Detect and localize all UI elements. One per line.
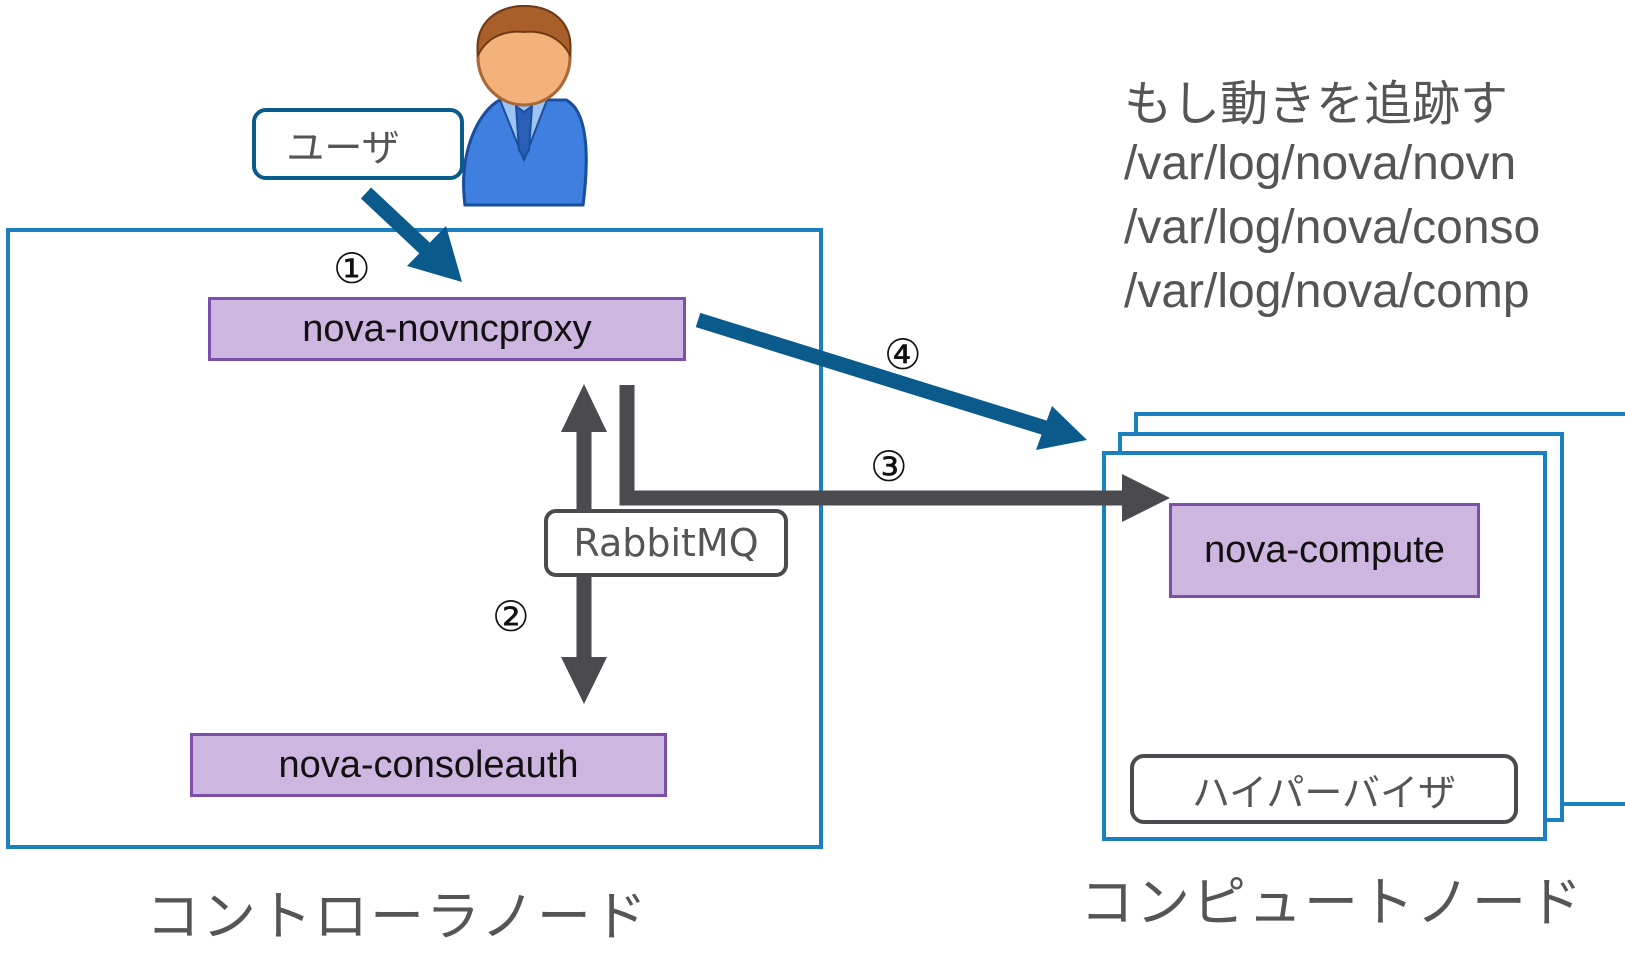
nova-compute-box: nova-compute (1169, 503, 1480, 598)
step-2-number: ② (492, 592, 530, 641)
arrow-step-2-head-down (561, 657, 607, 704)
nova-consoleauth-box: nova-consoleauth (190, 733, 667, 797)
nova-novncproxy-box: nova-novncproxy (208, 297, 686, 361)
rabbitmq-label: RabbitMQ (544, 509, 788, 577)
hypervisor-label: ハイパーバイザ (1130, 754, 1518, 824)
notes-log-line-2: /var/log/nova/conso (1124, 201, 1541, 254)
arrow-step-1-head (407, 226, 462, 282)
step-3-number: ③ (870, 442, 908, 491)
notes-intro: もし動きを追跡す (1124, 78, 1509, 131)
arrow-step-4 (695, 312, 1055, 438)
notes-log-line-1: /var/log/nova/novn (1124, 137, 1517, 190)
person-avatar-icon-front (462, 4, 588, 207)
arrow-step-3 (619, 385, 1126, 506)
compute-node-caption: コンピュートノード (1080, 871, 1584, 934)
step-1-number: ① (333, 244, 371, 293)
arrow-step-1 (360, 187, 438, 261)
notes-log-line-3: /var/log/nova/comp (1124, 265, 1530, 318)
controller-node-caption: コントローラノード (146, 885, 649, 948)
step-4-number: ④ (884, 330, 922, 379)
arrow-step-4-head (1036, 406, 1087, 450)
arrow-step-3-head (1122, 474, 1170, 522)
user-label: ユーザ (252, 108, 464, 180)
arrow-step-2-head-up (561, 384, 607, 432)
